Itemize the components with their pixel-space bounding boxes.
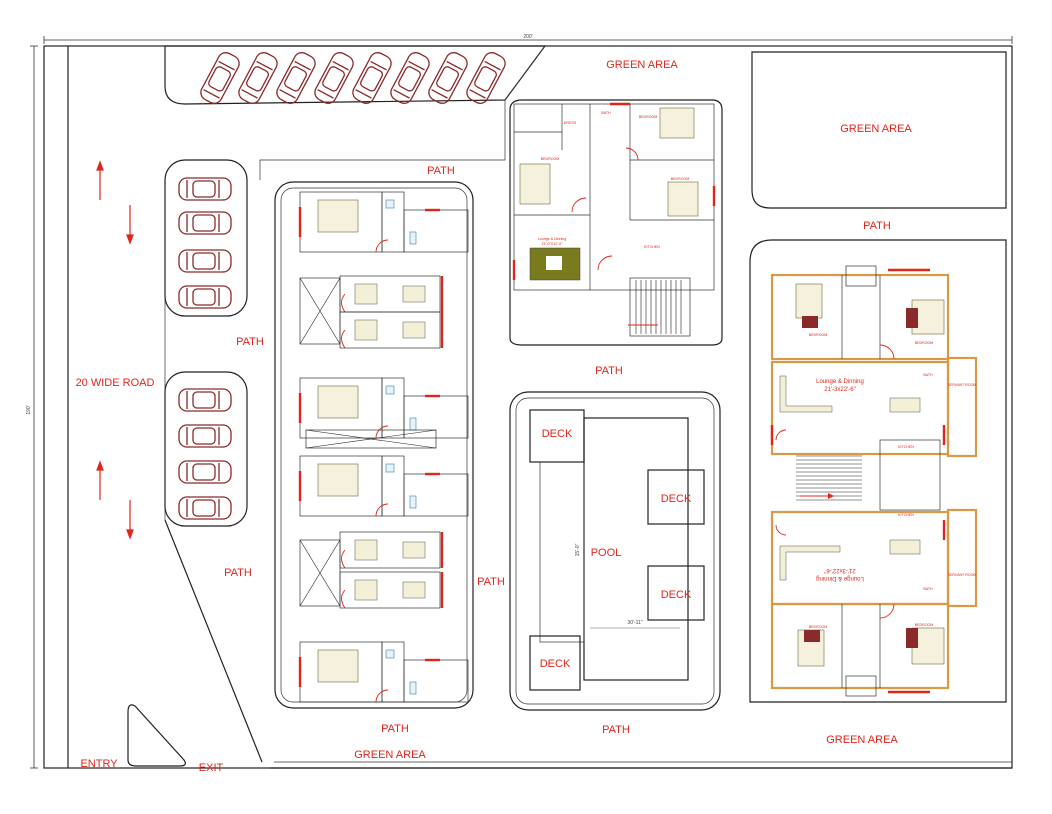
left-dimension: 190' <box>26 405 32 414</box>
car-7 <box>466 52 506 104</box>
pool-label: POOL <box>591 547 622 559</box>
pool-length-dim: 30'-11" <box>627 620 642 626</box>
car-11 <box>178 285 232 309</box>
car-1 <box>238 52 278 104</box>
path-label-bottom-2: PATH <box>602 724 630 736</box>
right-lounge-size-top: 21'-3x22'-6" <box>824 387 855 393</box>
right-servant-label-1: SERVANT ROOM <box>948 383 977 387</box>
car-2 <box>276 52 316 104</box>
green-area-block <box>751 51 1007 209</box>
traffic-arrows <box>96 160 134 540</box>
top-kitchen-label: KITCHEN <box>644 245 660 249</box>
parking-island-1 <box>164 159 248 317</box>
top-dress-label: DRESS <box>564 121 577 125</box>
right-kitchen-label-2: KITCHEN <box>898 513 914 517</box>
parked-cars <box>178 52 506 520</box>
left-lounge-1 <box>339 311 444 349</box>
left-building <box>274 181 474 709</box>
path-label-center: PATH <box>595 365 623 377</box>
path-label-top: PATH <box>427 165 455 177</box>
stair-2 <box>299 539 341 607</box>
path-label-right: PATH <box>863 220 891 232</box>
right-lounge-label-top: Lounge & Dinning <box>816 379 864 385</box>
left-unit-1 <box>298 377 469 439</box>
car-8 <box>178 177 232 201</box>
top-bedroom-label-2: BEDROOM <box>671 177 690 181</box>
right-bath-label-2: BATH <box>923 587 933 591</box>
car-10 <box>178 249 232 273</box>
car-9 <box>178 211 232 235</box>
car-4 <box>352 52 392 104</box>
deck-label-4: DECK <box>540 658 571 670</box>
right-bath-label-1: BATH <box>923 373 933 377</box>
left-unit-2 <box>298 455 469 517</box>
left-lounge-0 <box>339 275 444 313</box>
left-unit-3 <box>298 641 469 703</box>
right-bedroom-label-4: BEDROOM <box>915 623 934 627</box>
car-14 <box>178 460 232 484</box>
right-bedroom-label-2: BEDROOM <box>915 341 934 345</box>
path-label-left-2: PATH <box>224 567 252 579</box>
top-parking <box>164 45 547 105</box>
deck-label-3: DECK <box>661 589 692 601</box>
top-bedroom-label-1: BEDROOM <box>541 157 560 161</box>
path-label-between: PATH <box>477 576 505 588</box>
labels: GREEN AREA GREEN AREA GREEN AREA GREEN A… <box>76 59 977 774</box>
car-13 <box>178 424 232 448</box>
entry-label: ENTRY <box>80 758 118 770</box>
right-lounge-label-bottom: Lounge & Dinning <box>816 575 864 581</box>
green-area-label-top: GREEN AREA <box>606 59 678 71</box>
right-bedroom-label-1: BEDROOM <box>809 333 828 337</box>
left-unit-0 <box>298 191 469 253</box>
deck-label-1: DECK <box>542 428 573 440</box>
right-kitchen-label-1: KITCHEN <box>898 445 914 449</box>
stair-1 <box>299 277 341 345</box>
car-5 <box>390 52 430 104</box>
top-bedroom-label-3: BEDROOM <box>639 115 658 119</box>
right-bedroom-label-3: BEDROOM <box>809 625 828 629</box>
car-15 <box>178 496 232 520</box>
car-3 <box>314 52 354 104</box>
car-0 <box>200 52 240 104</box>
path-label-left-1: PATH <box>236 336 264 348</box>
top-building <box>509 99 723 346</box>
left-lounge-3 <box>339 571 444 609</box>
road-label: 20 WIDE ROAD <box>76 377 155 389</box>
green-area-label-right: GREEN AREA <box>840 123 912 135</box>
green-area-label-bottom-right: GREEN AREA <box>826 734 898 746</box>
top-dimension: 200' <box>523 34 532 40</box>
right-building <box>749 239 1007 703</box>
exit-label: EXIT <box>199 762 224 774</box>
dimension-lines: 200' 190' <box>26 34 1013 769</box>
top-bath-label: BATH <box>601 111 611 115</box>
path-label-bottom-1: PATH <box>381 723 409 735</box>
car-12 <box>178 388 232 412</box>
deck-label-2: DECK <box>661 493 692 505</box>
green-area-label-bottom-left: GREEN AREA <box>354 749 426 761</box>
top-lounge-label: Lounge & Dinning <box>538 237 567 241</box>
pool-width-dim: 15'-0" <box>575 543 581 556</box>
entry-island <box>127 704 186 767</box>
pool-area <box>509 391 721 711</box>
site-boundary <box>43 45 1013 769</box>
car-6 <box>428 52 468 104</box>
parking-island-2 <box>164 371 248 527</box>
left-lounge-2 <box>339 531 444 569</box>
right-lounge-size-bottom: 21'-3x22'-6" <box>824 567 855 573</box>
top-lounge-size: 21'-0"X12'-0" <box>542 242 563 246</box>
right-servant-label-2: SERVANT ROOM <box>948 573 977 577</box>
